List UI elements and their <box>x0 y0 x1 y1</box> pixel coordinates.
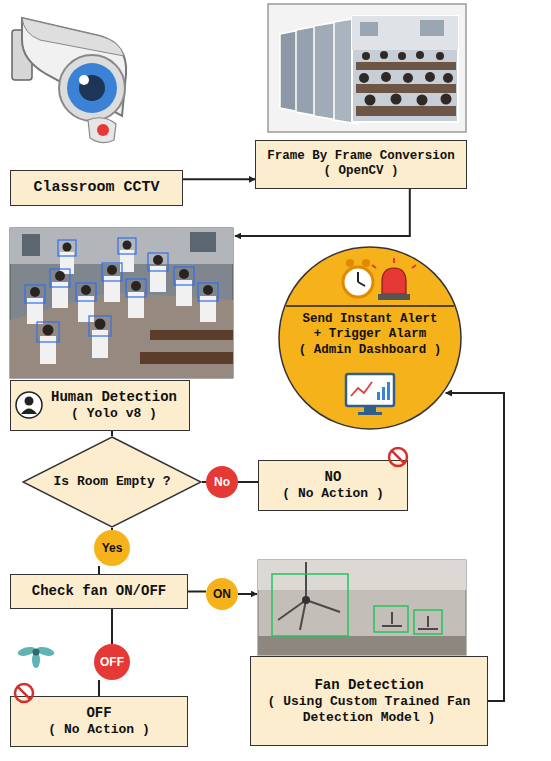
dashboard-icon <box>346 374 394 415</box>
siren-icon <box>372 258 416 300</box>
connector-arrow <box>98 566 100 574</box>
video-frames <box>268 4 466 132</box>
node-text: Check fan ON/OFF <box>19 583 179 600</box>
source-box: Classroom CCTV <box>10 170 183 206</box>
clock-icon <box>343 259 373 297</box>
connector-arrow <box>446 393 504 701</box>
node-text: Is Room Empty ? <box>42 474 182 490</box>
connector-arrow <box>98 680 100 696</box>
node-text: No <box>214 475 230 490</box>
decision-diamond: Is Room Empty ? <box>22 436 202 528</box>
connector-arrow <box>235 189 410 237</box>
fan-detection-photo <box>258 560 466 655</box>
process-box: Fan Detection( Using Custom Trained Fan … <box>250 656 488 746</box>
process-box: Human Detection( Yolo v8 ) <box>10 380 190 431</box>
prohibition-icon <box>389 448 407 466</box>
process-box: Frame By Frame Conversion( OpenCV ) <box>255 140 467 189</box>
diamond-label: Is Room Empty ? <box>42 436 182 528</box>
fan-icon <box>17 645 55 668</box>
node-subtext: ( No Action ) <box>19 722 179 738</box>
answer-badge: OFF <box>94 644 130 680</box>
node-text: Frame By Frame Conversion <box>264 149 458 164</box>
prohibition-icon <box>15 684 33 702</box>
result-box: OFF( No Action ) <box>10 696 188 747</box>
answer-badge: Yes <box>94 530 130 566</box>
answer-badge: ON <box>206 578 238 610</box>
node-subtext: ( Admin Dashboard ) <box>292 343 448 358</box>
connector-arrow <box>238 481 258 483</box>
person-icon <box>15 391 43 419</box>
cctv-camera <box>12 18 126 143</box>
node-text: ON <box>213 587 231 602</box>
node-subtext: ( No Action ) <box>267 486 399 502</box>
node-text: Classroom CCTV <box>19 179 174 197</box>
connector-arrow <box>111 431 113 436</box>
connector-arrow <box>183 178 255 180</box>
process-box: Check fan ON/OFF <box>10 574 188 609</box>
node-text: Human Detection <box>47 389 181 406</box>
node-text: NO <box>267 469 399 486</box>
node-text: Yes <box>102 541 123 556</box>
node-subtext: ( OpenCV ) <box>264 164 458 179</box>
connector-arrow <box>188 591 206 593</box>
node-text: OFF <box>19 705 179 722</box>
node-text: Send Instant Alert + Trigger Alarm <box>302 312 437 343</box>
node-text: Fan Detection <box>259 677 479 694</box>
answer-badge: No <box>206 466 238 498</box>
node-subtext: ( Using Custom Trained Fan Detection Mod… <box>259 694 479 726</box>
connector-arrow <box>111 609 113 644</box>
alert-circle: Send Instant Alert + Trigger Alarm( Admi… <box>278 246 462 430</box>
human-detection-photo <box>10 228 233 378</box>
node-subtext: ( Yolo v8 ) <box>47 406 181 422</box>
alert-label: Send Instant Alert + Trigger Alarm( Admi… <box>292 312 448 358</box>
node-text: OFF <box>100 655 124 670</box>
connector-arrow <box>238 593 257 595</box>
result-box: NO( No Action ) <box>258 460 408 511</box>
